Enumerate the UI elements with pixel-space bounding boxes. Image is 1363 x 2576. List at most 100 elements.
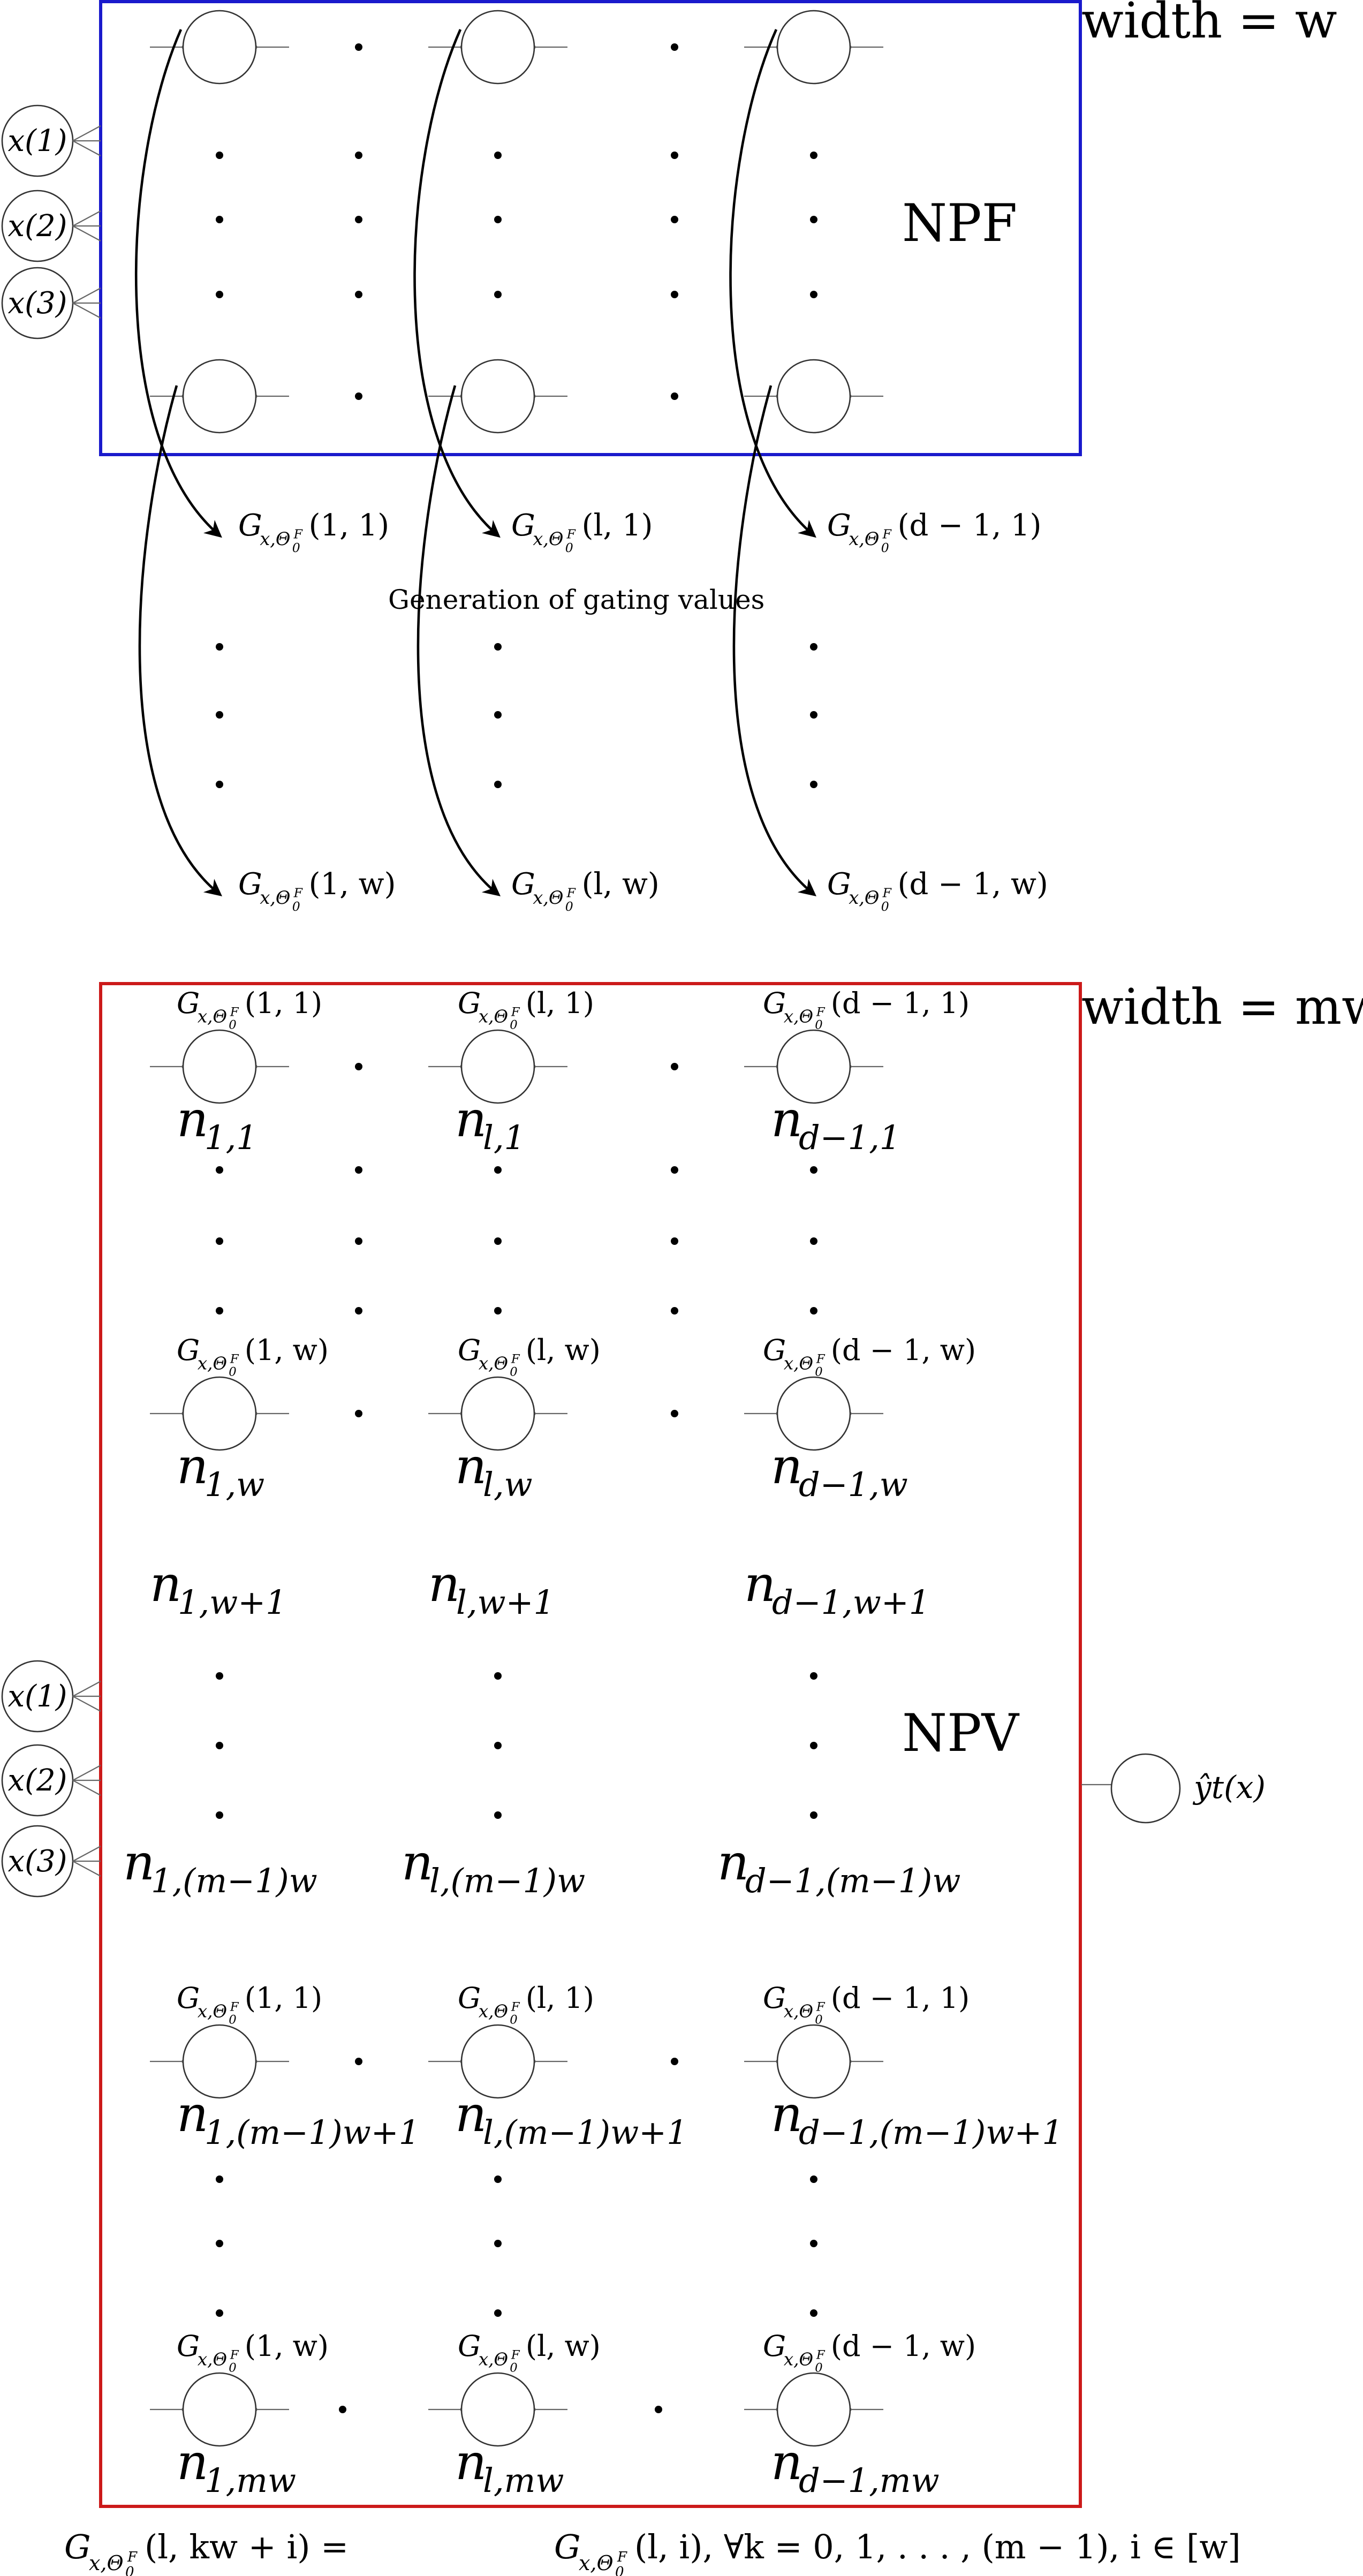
svg-text:l,w: l,w	[483, 1465, 533, 1504]
ellipsis-dot	[810, 1742, 817, 1749]
neuron-label: n1,(m−1)w	[123, 1834, 317, 1900]
neuron-label: nd−1,1	[771, 1091, 900, 1157]
gating-formula: G x,Θ F 0 (l, kw + i) = G x,Θ F 0 (l, i)…	[64, 2527, 1241, 2576]
ellipsis-dot	[810, 1672, 817, 1680]
svg-text:(d − 1, 1): (d − 1, 1)	[831, 986, 970, 1020]
input-node: x(3)	[1, 267, 74, 339]
svg-text:x,Θ: x,Θ	[533, 528, 563, 549]
ellipsis-dot	[494, 711, 502, 719]
svg-text:F: F	[293, 527, 303, 542]
npf-box	[99, 0, 1082, 456]
svg-text:1,(m−1)w+1: 1,(m−1)w+1	[205, 2113, 420, 2152]
ellipsis-dot	[494, 781, 502, 788]
svg-text:1,w+1: 1,w+1	[178, 1583, 287, 1622]
ellipsis-dot	[216, 2309, 223, 2317]
svg-text:n: n	[455, 1091, 487, 1148]
neuron	[150, 1376, 289, 1451]
generation-label: Generation of gating values	[388, 584, 764, 615]
svg-text:F: F	[511, 1005, 520, 1019]
ellipsis-dot	[494, 2309, 502, 2317]
svg-text:(l, kw + i) =: (l, kw + i) =	[145, 2527, 349, 2566]
neuron-layer	[150, 10, 883, 2447]
svg-text:F: F	[511, 2348, 520, 2362]
ellipsis-dot	[810, 152, 817, 159]
ellipsis-dot	[671, 152, 678, 159]
neuron	[150, 2024, 289, 2099]
svg-text:0: 0	[881, 540, 889, 555]
svg-text:x,Θ: x,Θ	[579, 2551, 614, 2575]
ellipsis-dot	[216, 1166, 223, 1174]
ellipsis-dot	[339, 2406, 346, 2413]
npv-box	[99, 982, 1082, 2508]
ellipsis-dot	[355, 43, 362, 51]
ellipsis-dot	[671, 291, 678, 298]
ellipsis-dot	[494, 291, 502, 298]
ellipsis-dot	[494, 2175, 502, 2183]
ellipsis-dot	[494, 1166, 502, 1174]
svg-text:n: n	[150, 1555, 181, 1613]
svg-text:n: n	[455, 2434, 487, 2491]
svg-text:x,Θ: x,Θ	[479, 2349, 508, 2369]
svg-text:n: n	[771, 2434, 802, 2491]
svg-text:G: G	[64, 2527, 91, 2566]
svg-text:G: G	[177, 986, 200, 1020]
svg-text:l,mw: l,mw	[483, 2461, 564, 2500]
ellipsis-dot	[655, 2406, 662, 2413]
ellipsis-dot	[671, 1410, 678, 1417]
svg-text:G: G	[827, 867, 851, 902]
svg-text:x,Θ: x,Θ	[784, 2001, 813, 2021]
neuron	[428, 359, 567, 434]
svg-text:G: G	[458, 986, 481, 1020]
neuron	[428, 2372, 567, 2447]
svg-text:x(2): x(2)	[8, 209, 67, 244]
svg-text:x(2): x(2)	[8, 1763, 67, 1798]
svg-text:0: 0	[229, 2361, 236, 2375]
svg-text:(l, w): (l, w)	[526, 2329, 601, 2363]
ellipsis-dot	[810, 1237, 817, 1245]
npv-inputs: x(1) x(2) x(3)	[1, 1660, 101, 1898]
width-mw-label: width = mw	[1081, 978, 1363, 1036]
ellipsis-dot	[216, 152, 223, 159]
svg-text:n: n	[177, 1091, 208, 1148]
svg-text:(d − 1, w): (d − 1, w)	[898, 867, 1048, 902]
ellipsis-dot	[355, 392, 362, 400]
neuron	[150, 2372, 289, 2447]
svg-text:F: F	[566, 886, 576, 901]
ellipsis-dot	[216, 216, 223, 223]
neuron-label: n1,(m−1)w+1	[177, 2086, 420, 2152]
neuron-label: n1,1	[177, 1091, 258, 1157]
neuron	[744, 2372, 883, 2447]
svg-text:G: G	[827, 508, 851, 543]
svg-text:0: 0	[815, 1018, 822, 1032]
svg-text:0: 0	[510, 1365, 517, 1379]
neuron-label: nl,w	[455, 1438, 533, 1504]
svg-text:(l, w): (l, w)	[526, 1333, 601, 1367]
svg-text:n: n	[177, 2086, 208, 2143]
svg-text:(1, 1): (1, 1)	[245, 986, 322, 1020]
svg-text:(d − 1, 1): (d − 1, 1)	[831, 1981, 970, 2015]
svg-text:G: G	[554, 2527, 581, 2566]
ellipsis-dot	[355, 1237, 362, 1245]
svg-text:0: 0	[615, 2564, 624, 2576]
svg-text:n: n	[771, 1091, 802, 1148]
svg-text:(1, 1): (1, 1)	[245, 1981, 322, 2015]
svg-text:l,1: l,1	[483, 1118, 525, 1157]
input-node: x(3)	[1, 1825, 74, 1898]
neuron-label: nd−1,(m−1)w	[717, 1834, 960, 1900]
svg-text:x(3): x(3)	[8, 1844, 67, 1879]
svg-text:0: 0	[229, 1365, 236, 1379]
output-node: ŷt(x)	[1081, 1753, 1266, 1824]
ellipsis-dot	[671, 216, 678, 223]
svg-text:F: F	[511, 2000, 520, 2014]
input-node: x(2)	[1, 1744, 74, 1817]
ellipsis-dot	[355, 152, 362, 159]
svg-text:1,w: 1,w	[205, 1465, 264, 1504]
ellipsis-dot	[494, 1742, 502, 1749]
svg-text:n: n	[402, 1834, 433, 1891]
ellipsis-dot	[216, 2175, 223, 2183]
svg-text:G: G	[763, 1981, 786, 2015]
